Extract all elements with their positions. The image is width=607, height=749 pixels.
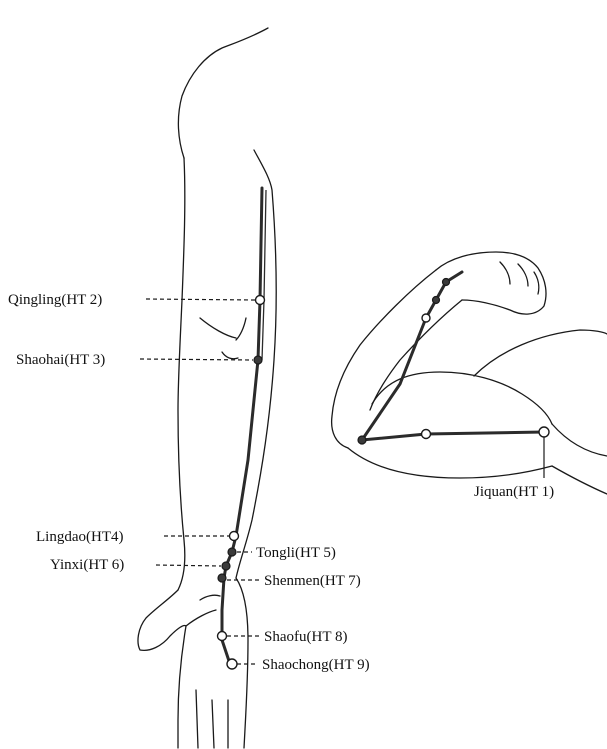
elbow-crease [200, 318, 246, 359]
shoulder-outline [178, 28, 268, 158]
leader-ht2 [146, 299, 255, 300]
hand-outline [138, 590, 186, 748]
label-ht3: Shaohai(HT 3) [16, 352, 105, 368]
point-ht3 [254, 356, 262, 364]
label-ht4: Lingdao(HT4) [36, 529, 123, 545]
point-ht2 [256, 296, 265, 305]
point-ht5 [228, 548, 236, 556]
point-labels: Jiquan(HT 1) Qingling(HT 2) Shaohai(HT 3… [8, 292, 554, 673]
acupoints [218, 279, 550, 670]
back-outline [474, 330, 607, 376]
leader-lines [140, 299, 544, 664]
point-flexed-wrist-3 [443, 279, 450, 286]
thumb-outline [186, 610, 216, 626]
palm-crease [200, 595, 220, 600]
point-flexed-wrist-2 [433, 297, 440, 304]
point-ht4 [230, 532, 239, 541]
axilla-outline [552, 424, 607, 494]
upper-arm-outline-bottom [348, 448, 552, 478]
point-ht8 [218, 632, 227, 641]
fist-outline [436, 252, 546, 314]
heart-meridian-line-flexed [362, 272, 544, 440]
flexed-arm-figure [332, 252, 607, 494]
main-arm-figure [138, 28, 276, 748]
label-ht6: Yinxi(HT 6) [50, 557, 124, 573]
upper-arm-outline-top [372, 372, 552, 424]
hand-outline-right [236, 578, 248, 748]
forearm-outline-bottom [370, 300, 462, 410]
label-ht1: Jiquan(HT 1) [474, 484, 554, 500]
fist-knuckles [500, 262, 539, 294]
point-flexed-elbow-filled [358, 436, 366, 444]
point-ht9 [227, 659, 237, 669]
point-ht1 [539, 427, 549, 437]
finger-lines [196, 690, 228, 748]
forearm-outline-top [332, 270, 436, 448]
label-ht9: Shaochong(HT 9) [262, 657, 370, 673]
leader-ht6 [156, 565, 221, 566]
arm-outline-left [178, 158, 185, 590]
point-flexed-wrist-1 [422, 314, 430, 322]
point-ht6 [222, 562, 230, 570]
label-ht7: Shenmen(HT 7) [264, 573, 361, 589]
label-ht5: Tongli(HT 5) [256, 545, 336, 561]
point-ht7 [218, 574, 226, 582]
label-ht2: Qingling(HT 2) [8, 292, 102, 308]
point-flexed-elbow [422, 430, 431, 439]
label-ht8: Shaofu(HT 8) [264, 629, 347, 645]
